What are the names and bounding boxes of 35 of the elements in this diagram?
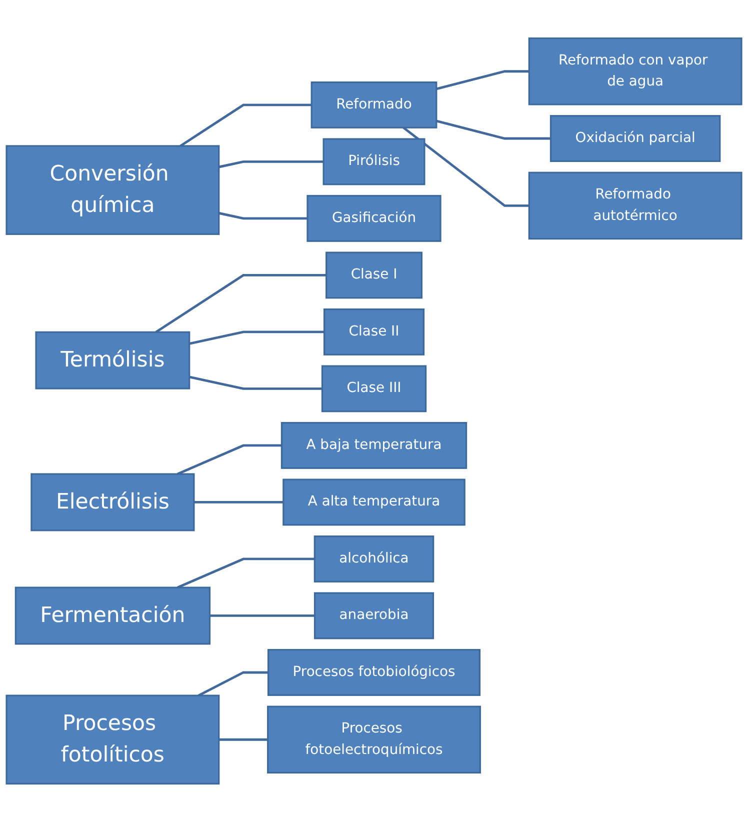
node-box: Fermentación — [14, 586, 211, 645]
node-box: Electrólisis — [30, 473, 195, 532]
node-box: Oxidación parcial — [550, 115, 721, 162]
node-box: anaerobia — [314, 592, 434, 640]
node-box: A baja temperatura — [280, 422, 468, 469]
node-box: A alta temperatura — [282, 478, 466, 526]
node-box: Clase I — [326, 252, 422, 299]
connector — [177, 558, 315, 589]
connector — [198, 671, 268, 697]
node-box: Clase III — [321, 365, 427, 412]
connector — [402, 126, 530, 207]
connector — [155, 274, 326, 334]
node-box: Reformado autotérmico — [528, 172, 742, 240]
connector — [194, 500, 284, 504]
connector — [180, 104, 312, 147]
node-box: Gasificación — [306, 194, 442, 242]
node-box: Reformado — [310, 81, 438, 128]
node-box: Procesos fotoelectroquímicos — [267, 706, 481, 774]
node-box: Termólisis — [35, 331, 190, 390]
connector — [436, 120, 551, 140]
connector — [210, 614, 315, 617]
node-box: Reformado con vapor de agua — [528, 37, 742, 106]
connector — [189, 376, 322, 390]
node-box: Conversión química — [6, 145, 220, 235]
connector — [218, 212, 308, 220]
connector — [218, 160, 324, 168]
node-box: alcohólica — [314, 535, 434, 582]
node-box: Pirólisis — [322, 138, 426, 186]
connector — [189, 330, 324, 345]
connector — [218, 738, 268, 741]
node-box: Procesos fotobiológicos — [267, 648, 481, 696]
connector — [436, 70, 530, 90]
node-box: Procesos fotolíticos — [6, 694, 220, 785]
connector — [177, 444, 282, 476]
node-box: Clase II — [323, 308, 425, 356]
